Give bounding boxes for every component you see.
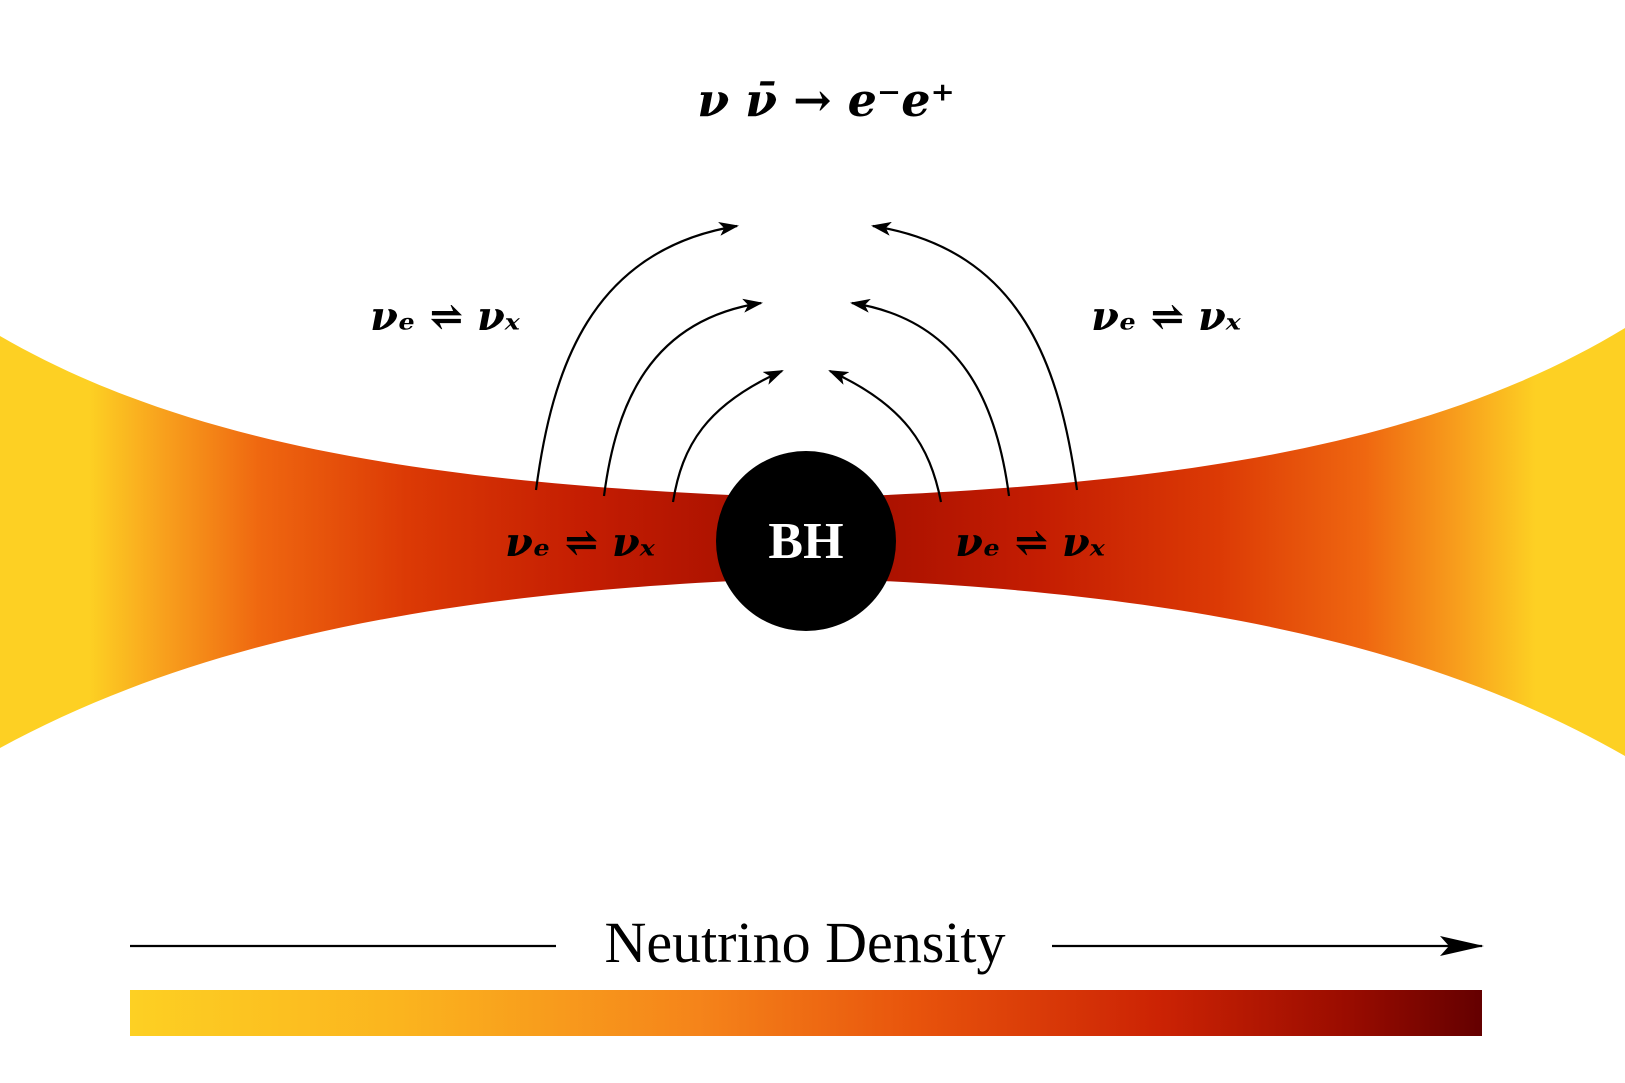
flow-arrow-left-inner [671, 369, 784, 503]
colorbar-label: Neutrino Density [604, 910, 1005, 975]
black-hole [716, 451, 896, 631]
oscillation-label-disk-right: νₑ ⇌ νₓ [955, 519, 1106, 566]
oscillation-label-upper-right: νₑ ⇌ νₓ [1091, 293, 1242, 340]
flow-arrow-right-outer [871, 221, 1079, 491]
flow-arrow-left-middle [602, 298, 763, 497]
black-hole-label: BH [768, 513, 843, 570]
density-colorbar [130, 990, 1482, 1036]
oscillation-label-upper-left: νₑ ⇌ νₓ [370, 293, 521, 340]
annihilation-reaction-label: ν ν̄ → e⁻e⁺ [697, 73, 955, 127]
flow-arrow-left-outer [534, 222, 739, 491]
flow-arrow-right-middle [850, 298, 1011, 497]
flow-arrow-right-inner [828, 369, 943, 503]
oscillation-label-disk-left: νₑ ⇌ νₓ [505, 519, 656, 566]
